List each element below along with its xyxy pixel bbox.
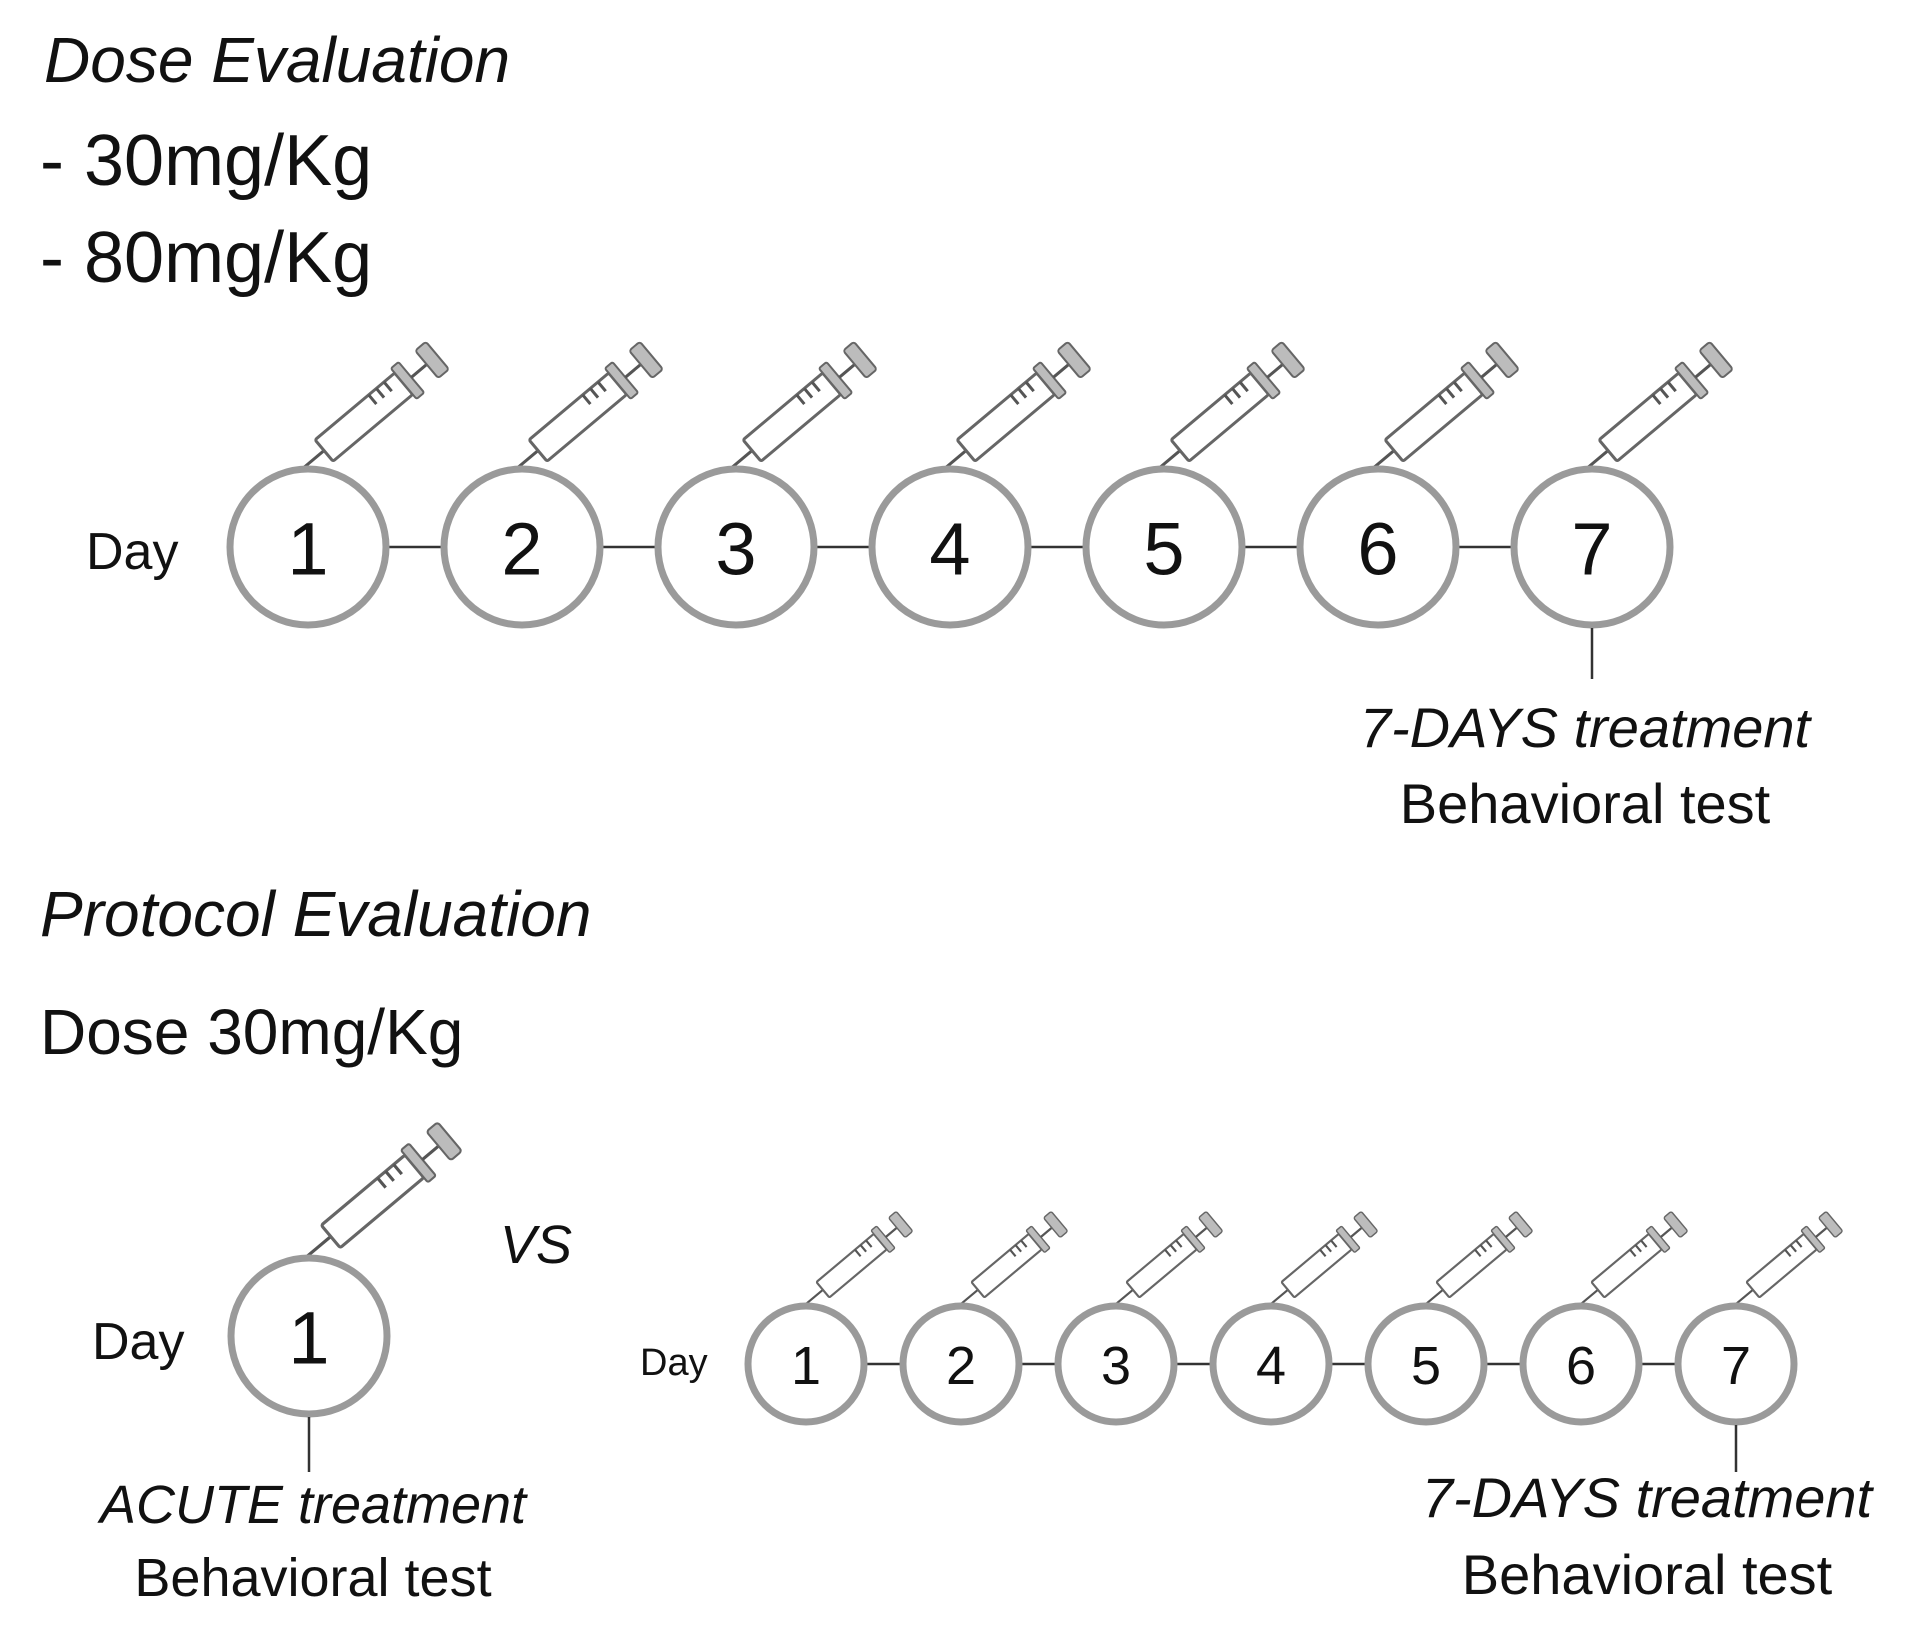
day-number: 6 xyxy=(1357,508,1398,591)
timeline-dose-evaluation: 1 2 3 4 5 6 7 xyxy=(226,338,1736,679)
timeline-caption-test: Behavioral test xyxy=(1399,772,1771,835)
day-circle xyxy=(1674,1302,1798,1426)
timeline-acute: 1 xyxy=(227,1118,465,1472)
day-number: 5 xyxy=(1143,508,1184,591)
day-number: 3 xyxy=(1101,1336,1131,1396)
syringe-icon xyxy=(1141,338,1308,488)
day-circle xyxy=(868,465,1032,629)
day-number: 7 xyxy=(1721,1336,1751,1396)
protocol-evaluation-title: Protocol Evaluation xyxy=(40,878,592,950)
day-circle xyxy=(899,1302,1023,1426)
syringe-icon xyxy=(1569,338,1736,488)
day-number: 4 xyxy=(929,508,970,591)
day-circle xyxy=(1082,465,1246,629)
timeline-caption-treatment: 7-DAYS treatment xyxy=(1359,696,1811,759)
syringe-icon xyxy=(289,1118,465,1276)
dose-evaluation-title: Dose Evaluation xyxy=(44,24,511,96)
day-circle xyxy=(1364,1302,1488,1426)
acute-caption-test: Behavioral test xyxy=(134,1548,492,1608)
day-circle xyxy=(440,465,604,629)
syringe-icon xyxy=(1355,338,1522,488)
day-number: 1 xyxy=(287,508,328,591)
timeline-protocol-7days: 1 2 3 4 5 6 7 xyxy=(744,1209,1845,1472)
protocol-dose-label: Dose 30mg/Kg xyxy=(40,996,464,1068)
acute-day-label: Day xyxy=(92,1313,185,1371)
day-circle xyxy=(744,1302,868,1426)
dose-item-30: - 30mg/Kg xyxy=(40,121,373,201)
day-number: 1 xyxy=(791,1336,821,1396)
syringe-icon xyxy=(1724,1209,1845,1317)
vs-label: VS xyxy=(500,1215,573,1275)
syringe-icon xyxy=(1104,1209,1225,1317)
acute-caption-treatment: ACUTE treatment xyxy=(99,1475,527,1535)
day-circle xyxy=(1519,1302,1643,1426)
day-circle xyxy=(1054,1302,1178,1426)
day-circle xyxy=(226,465,390,629)
syringe-icon xyxy=(499,338,666,488)
day-circle xyxy=(654,465,818,629)
syringe-icon xyxy=(1414,1209,1535,1317)
syringe-icon xyxy=(1259,1209,1380,1317)
seven-day-day-label: Day xyxy=(640,1342,708,1384)
syringe-icon xyxy=(713,338,880,488)
day-number: 5 xyxy=(1411,1336,1441,1396)
syringe-icon xyxy=(285,338,452,488)
day-circle xyxy=(1510,465,1674,629)
day-circle xyxy=(227,1254,391,1418)
day-number: 3 xyxy=(715,508,756,591)
day-circle xyxy=(1296,465,1460,629)
day-number: 1 xyxy=(288,1297,329,1380)
dose-item-80: - 80mg/Kg xyxy=(40,218,373,298)
day-number: 2 xyxy=(946,1336,976,1396)
day-number: 6 xyxy=(1566,1336,1596,1396)
syringe-icon xyxy=(794,1209,915,1317)
syringe-icon xyxy=(949,1209,1070,1317)
day-number: 2 xyxy=(501,508,542,591)
syringe-icon xyxy=(927,338,1094,488)
seven-day-caption-test: Behavioral test xyxy=(1461,1543,1833,1606)
syringe-icon xyxy=(1569,1209,1690,1317)
day-number: 7 xyxy=(1571,508,1612,591)
day-circle xyxy=(1209,1302,1333,1426)
day-number: 4 xyxy=(1256,1336,1286,1396)
seven-day-caption-treatment: 7-DAYS treatment xyxy=(1421,1466,1873,1529)
day-label: Day xyxy=(86,523,179,581)
